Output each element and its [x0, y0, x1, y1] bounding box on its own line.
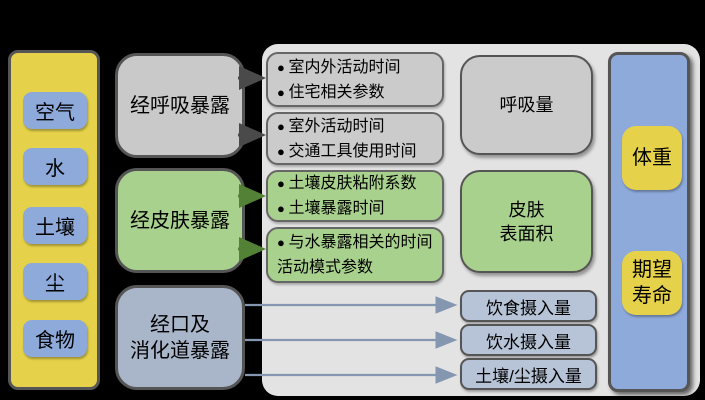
source-air-label: 空气 [35, 102, 75, 124]
source-water: 水 [23, 148, 87, 185]
factor-water-intake: 饮水摄入量 [460, 324, 597, 356]
pathway-dermal: 经皮肤暴露 [115, 168, 245, 273]
param-box-outdoor-transport: 室外活动时间 交通工具使用时间 [266, 112, 444, 165]
param-box-indoor-outdoor: 室内外活动时间 住宅相关参数 [266, 52, 444, 107]
bullet-item: 土壤皮肤粘附系数 [277, 171, 436, 196]
pathway-oral: 经口及 消化道暴露 [115, 285, 245, 390]
bullet-item: 土壤暴露时间 [277, 196, 436, 221]
factor-soil-dust-intake-label: 土壤/尘摄入量 [475, 366, 582, 386]
param-box-water-activity: 与水暴露相关的时间活动模式参数 [266, 227, 444, 283]
source-soil: 土壤 [23, 207, 87, 244]
factor-respiration-rate: 呼吸量 [460, 55, 593, 155]
source-panel: 空气 水 土壤 尘 食物 [8, 50, 100, 390]
demographic-body-weight: 体重 [622, 126, 682, 190]
factor-water-intake-label: 饮水摄入量 [486, 332, 571, 352]
life-expectancy-line2: 寿命 [632, 285, 672, 307]
source-dust-label: 尘 [45, 273, 65, 295]
bullet-item: 室内外活动时间 [277, 55, 436, 80]
pathway-oral-label-line2: 消化道暴露 [130, 339, 230, 362]
bullet-item: 室外活动时间 [277, 114, 436, 139]
body-weight-label: 体重 [632, 147, 672, 169]
source-air: 空气 [23, 92, 87, 129]
factor-food-intake: 饮食摄入量 [460, 290, 597, 322]
demographic-life-expectancy: 期望 寿命 [622, 251, 682, 315]
bullet-item: 住宅相关参数 [277, 80, 436, 105]
factor-respiration-rate-label: 呼吸量 [499, 95, 554, 115]
pathway-dermal-label: 经皮肤暴露 [130, 209, 230, 232]
pathway-respiratory: 经呼吸暴露 [115, 53, 245, 158]
factor-skin-surface-area: 皮肤 表面积 [460, 170, 593, 273]
source-soil-label: 土壤 [35, 217, 75, 239]
pathway-oral-label-line1: 经口及 [150, 313, 210, 336]
factor-skin-surface-line1: 皮肤 [508, 199, 545, 220]
bullet-item: 交通工具使用时间 [277, 139, 436, 164]
source-food: 食物 [23, 320, 87, 357]
source-food-label: 食物 [35, 330, 75, 352]
pathway-respiratory-label: 经呼吸暴露 [130, 94, 230, 117]
life-expectancy-line1: 期望 [632, 259, 672, 281]
param-box-soil-contact: 土壤皮肤粘附系数 土壤暴露时间 [266, 170, 444, 222]
source-dust: 尘 [23, 263, 87, 300]
bullet-item: 与水暴露相关的时间活动模式参数 [277, 230, 436, 280]
demographics-panel: 体重 期望 寿命 [608, 52, 690, 392]
factor-soil-dust-intake: 土壤/尘摄入量 [460, 358, 597, 390]
source-water-label: 水 [45, 158, 65, 180]
factor-food-intake-label: 饮食摄入量 [486, 298, 571, 318]
factor-skin-surface-line2: 表面积 [499, 223, 554, 244]
